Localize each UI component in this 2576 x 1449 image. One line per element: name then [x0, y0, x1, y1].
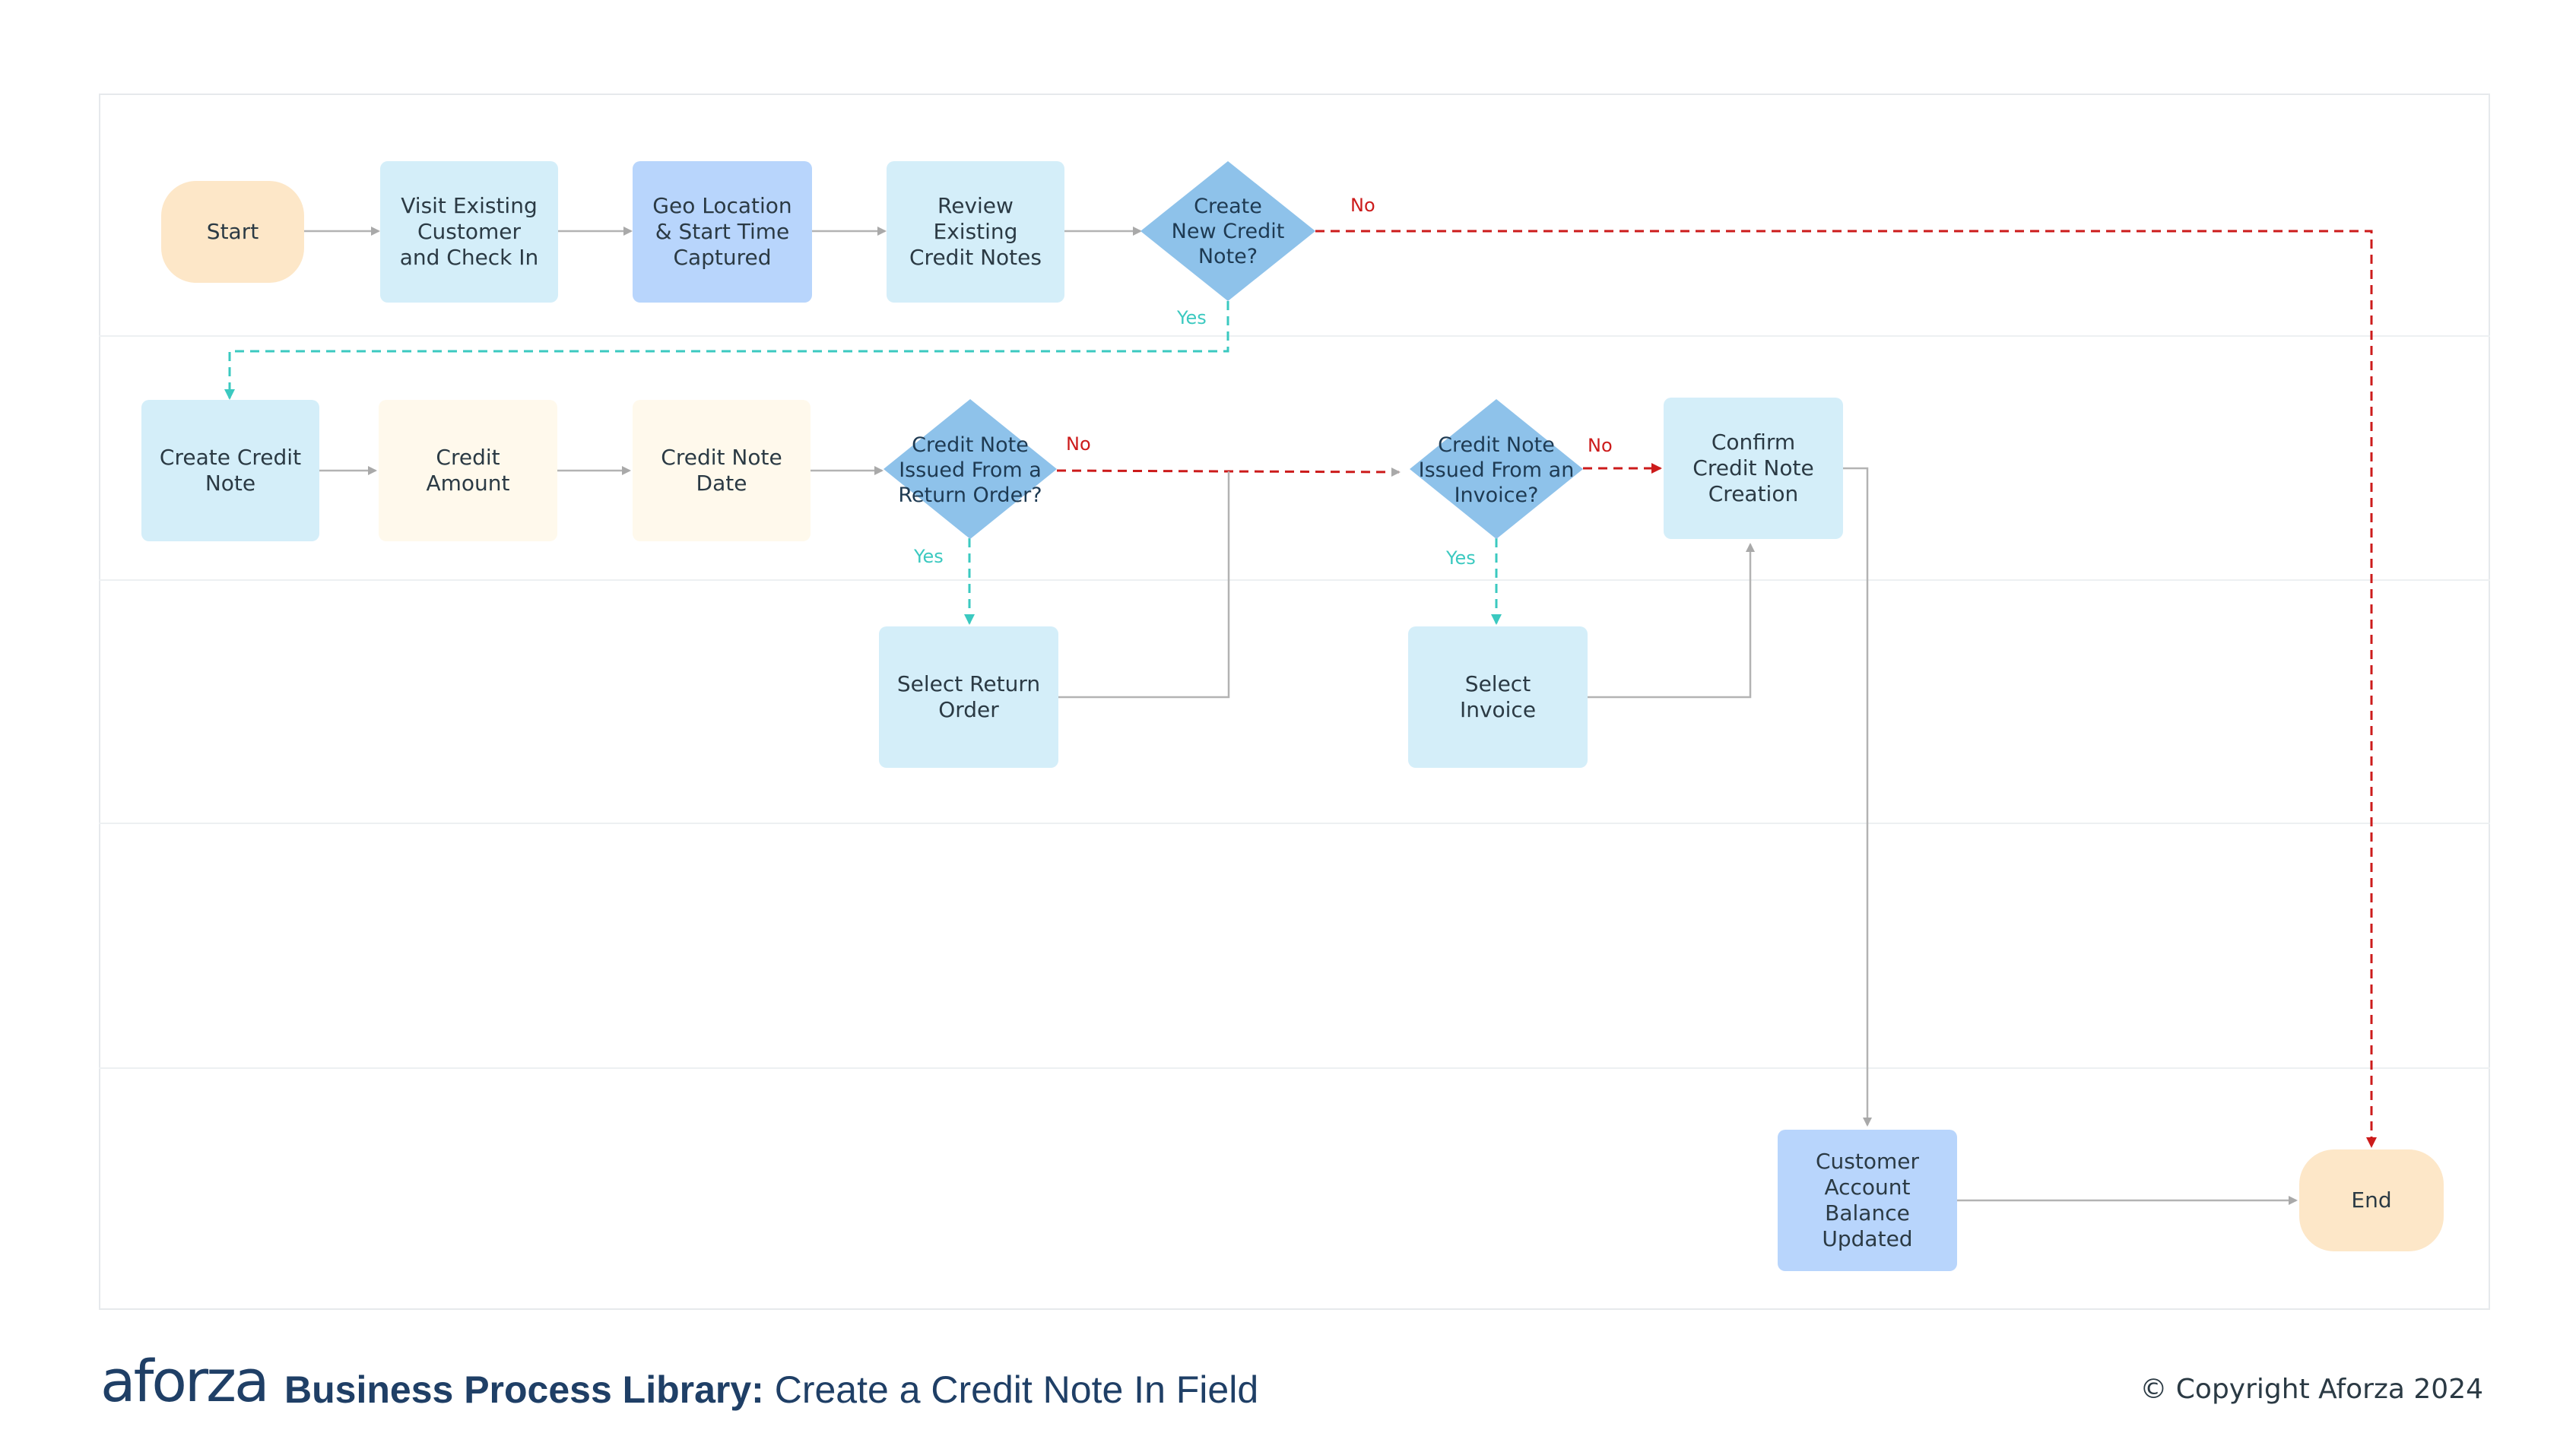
edge-confirm-balance	[1843, 467, 1872, 1127]
copyright-text: © Copyright Aforza 2024	[2140, 1374, 2483, 1405]
diagram-frame	[99, 94, 2490, 1310]
no-label: No	[1066, 433, 1091, 455]
page-title: Business Process Library: Create a Credi…	[284, 1367, 1258, 1413]
create-note-node: Create Credit Note	[141, 400, 319, 541]
lane-divider	[99, 579, 2490, 581]
decision-diamond	[1140, 161, 1315, 301]
confirm-node: Confirm Credit Note Creation	[1664, 398, 1843, 539]
no-label: No	[1588, 435, 1613, 456]
geo-location-node: Geo Location & Start Time Captured	[633, 161, 812, 303]
credit-amount-node: Credit Amount	[379, 400, 557, 541]
lane-divider	[99, 335, 2490, 337]
decision-invoice-label: Credit Note Issued From an Invoice?	[1418, 433, 1575, 507]
lane-divider	[99, 1067, 2490, 1069]
no-label: No	[1350, 195, 1375, 216]
title-suffix: Create a Credit Note In Field	[763, 1368, 1259, 1411]
select-return-node: Select Return Order	[879, 626, 1058, 768]
balance-updated-node: Customer Account Balance Updated	[1778, 1130, 1957, 1271]
decision-return-label: Credit Note Issued From a Return Order?	[898, 433, 1042, 507]
start-node: Start	[161, 181, 304, 283]
yes-label: Yes	[1446, 547, 1476, 569]
decision-diamond	[1410, 399, 1583, 539]
yes-label: Yes	[1177, 307, 1207, 328]
decision-diamond	[884, 399, 1057, 539]
title-prefix: Business Process Library:	[284, 1368, 764, 1411]
edge-yes-create	[224, 301, 1229, 400]
edge-invoice-confirm	[1588, 543, 1755, 699]
credit-date-node: Credit Note Date	[633, 400, 811, 541]
yes-label: Yes	[914, 546, 944, 567]
end-node: End	[2299, 1149, 2444, 1251]
review-notes-node: Review Existing Credit Notes	[887, 161, 1064, 303]
lane-divider	[99, 823, 2490, 824]
edge-return-join	[1058, 471, 1230, 699]
edge-no-to-end	[1315, 230, 2377, 1148]
select-invoice-node: Select Invoice	[1408, 626, 1588, 768]
visit-customer-node: Visit Existing Customer and Check In	[380, 161, 558, 303]
decision-new-label: Create New Credit Note?	[1171, 194, 1285, 268]
aforza-logo: aforza	[100, 1347, 270, 1415]
